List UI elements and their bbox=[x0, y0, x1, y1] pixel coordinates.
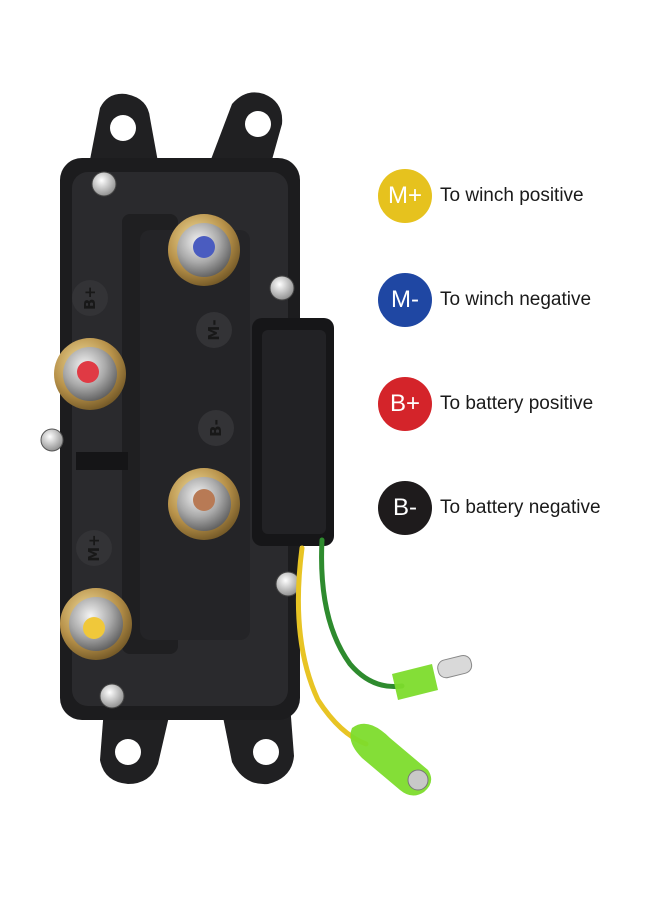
connector-yellow-wire bbox=[350, 723, 432, 796]
badge-m-neg: M- bbox=[378, 273, 432, 327]
badge-b-pos: B+ bbox=[378, 377, 432, 431]
embossed-label-b-neg: B- bbox=[207, 419, 225, 437]
legend-item-m-pos: M+ To winch positive bbox=[378, 164, 648, 228]
badge-m-pos: M+ bbox=[378, 169, 432, 223]
badge-b-neg: B- bbox=[378, 481, 432, 535]
stud-b-pos bbox=[77, 361, 99, 383]
stud-b-neg bbox=[193, 489, 215, 511]
embossed-label-m-neg-wrap: M- bbox=[196, 312, 232, 348]
embossed-label-b-pos: B+ bbox=[81, 286, 99, 310]
embossed-label-b-neg-wrap: B- bbox=[198, 410, 234, 446]
inner-panel bbox=[140, 230, 250, 640]
embossed-label-m-neg: M- bbox=[205, 319, 223, 340]
wire-yellow bbox=[295, 545, 369, 747]
legend-item-b-neg: B- To battery negative bbox=[378, 476, 648, 540]
embossed-label-m-pos: M+ bbox=[85, 534, 103, 562]
embossed-label-m-pos-wrap: M+ bbox=[76, 530, 112, 566]
screw-top-left bbox=[91, 171, 117, 197]
legend-label-b-pos: To battery positive bbox=[440, 393, 594, 414]
legend-item-b-pos: B+ To battery positive bbox=[378, 372, 648, 436]
mount-hole-bottom-right bbox=[253, 739, 279, 765]
embossed-label-b-pos-wrap: B+ bbox=[72, 280, 108, 316]
connector-green-wire bbox=[392, 654, 473, 700]
screw-bottom-left bbox=[99, 683, 125, 709]
face-ridge bbox=[76, 452, 128, 470]
stud-m-pos bbox=[83, 617, 105, 639]
mount-hole-top-left bbox=[110, 115, 136, 141]
terminal-m-pos bbox=[60, 588, 132, 660]
mount-hole-top-right bbox=[245, 111, 271, 137]
body-screws bbox=[91, 171, 301, 709]
screw-top-right bbox=[269, 275, 295, 301]
terminal-b-neg bbox=[168, 468, 240, 540]
mount-hole-bottom-left bbox=[115, 739, 141, 765]
stud-m-neg bbox=[193, 236, 215, 258]
legend-item-m-neg: M- To winch negative bbox=[378, 268, 648, 332]
legend-label-m-neg: To winch negative bbox=[440, 289, 592, 310]
relay-block-face bbox=[262, 330, 326, 534]
wire-green bbox=[319, 537, 405, 690]
terminal-m-neg bbox=[168, 214, 240, 286]
terminal-b-pos bbox=[54, 338, 126, 410]
legend-label-b-neg: To battery negative bbox=[440, 497, 601, 518]
legend-label-m-pos: To winch positive bbox=[440, 185, 584, 206]
side-screw-left bbox=[40, 428, 64, 452]
